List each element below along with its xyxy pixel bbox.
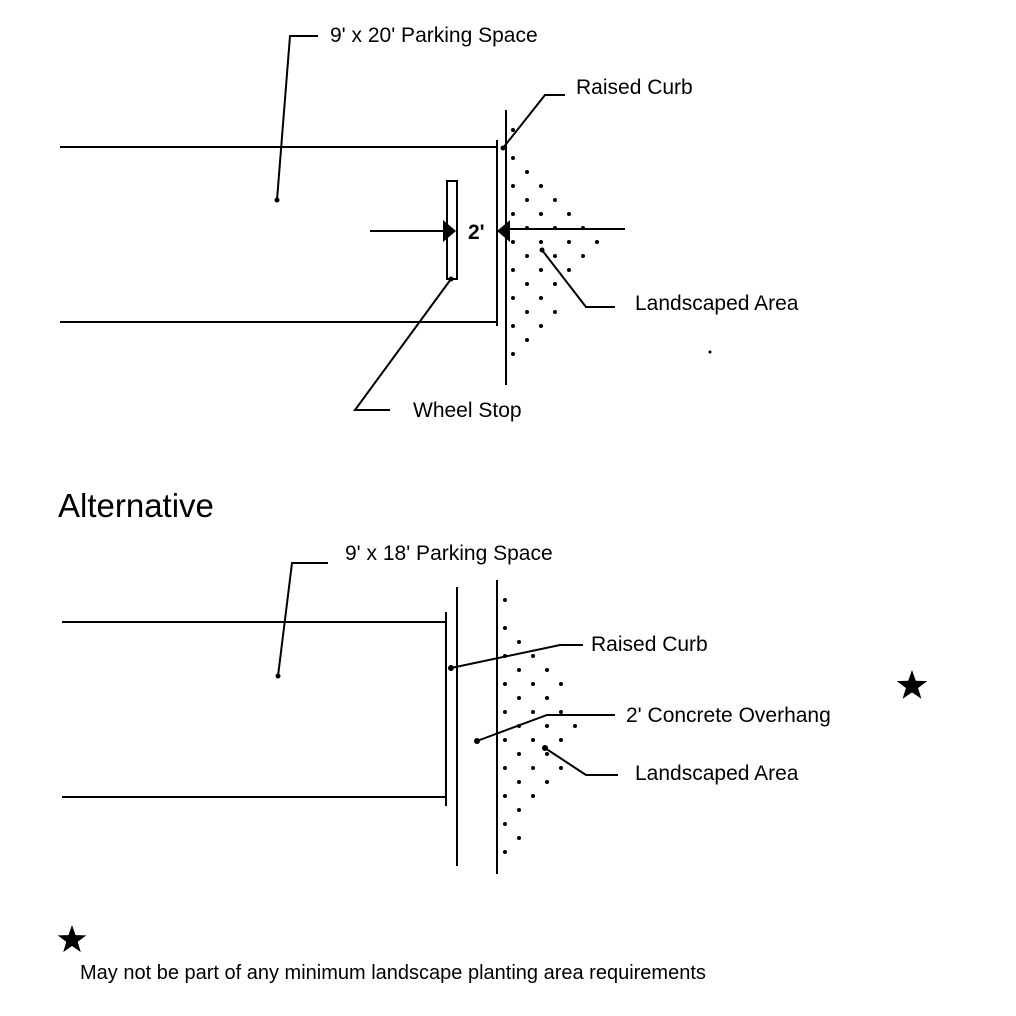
stipple-dot xyxy=(503,598,507,602)
leader-line xyxy=(476,714,615,742)
stipple-dot xyxy=(503,766,507,770)
stipple-dot xyxy=(517,696,521,700)
stipple-dot xyxy=(553,282,557,286)
stipple-dot xyxy=(511,324,515,328)
stipple-dot xyxy=(553,254,557,258)
stipple-dot xyxy=(511,240,515,244)
stipple-dot xyxy=(545,724,549,728)
stipple-dot xyxy=(517,640,521,644)
leader-line xyxy=(544,747,618,776)
overhang-label: 2' Concrete Overhang xyxy=(626,704,831,727)
stipple-dot xyxy=(525,170,529,174)
stipple-dot xyxy=(539,212,543,216)
stipple-dot xyxy=(559,710,563,714)
stipple-dot xyxy=(567,268,571,272)
leader-line xyxy=(502,94,565,149)
stipple-dot xyxy=(511,212,515,216)
stipple-dot xyxy=(539,296,543,300)
stipple-dot xyxy=(525,310,529,314)
stipple-dot xyxy=(503,682,507,686)
stipple-dot xyxy=(545,668,549,672)
stipple-dot xyxy=(517,836,521,840)
stipple-dot xyxy=(539,184,543,188)
footnote-text: May not be part of any minimum landscape… xyxy=(80,962,706,984)
raised-curb-label: Raised Curb xyxy=(576,76,693,99)
stipple-dot xyxy=(559,738,563,742)
stipple-dot xyxy=(531,738,535,742)
star-icon xyxy=(57,925,87,953)
stipple-dot xyxy=(553,310,557,314)
parking-space-label: 9' x 18' Parking Space xyxy=(345,542,553,565)
landscaped-area-label: Landscaped Area xyxy=(635,762,799,785)
stipple-dot xyxy=(511,296,515,300)
stipple-dot xyxy=(511,184,515,188)
stipple-dot xyxy=(531,710,535,714)
leader-line xyxy=(276,35,318,201)
parking-space-label: 9' x 20' Parking Space xyxy=(330,24,538,47)
leader-line xyxy=(450,644,583,669)
stipple-dot xyxy=(525,198,529,202)
landscaped-area-dots xyxy=(511,128,599,356)
stipple-dot xyxy=(525,254,529,258)
stipple-dot xyxy=(531,682,535,686)
stipple-dot xyxy=(503,710,507,714)
stipple-dot xyxy=(503,794,507,798)
stipple-dot xyxy=(559,766,563,770)
dimension-label: 2' xyxy=(468,221,485,244)
stipple-dot xyxy=(525,338,529,342)
stipple-dot xyxy=(559,682,563,686)
stipple-dot xyxy=(595,240,599,244)
stipple-dot xyxy=(511,128,515,132)
stipple-dot xyxy=(539,324,543,328)
landscaped-area-dots xyxy=(503,598,577,854)
stipple-dot xyxy=(503,738,507,742)
stipple-dot xyxy=(539,268,543,272)
raised-curb-label: Raised Curb xyxy=(591,633,708,656)
stipple-dot xyxy=(511,156,515,160)
arrowhead-right-icon xyxy=(443,220,456,242)
arrowhead-left-icon xyxy=(497,220,510,242)
stipple-dot xyxy=(517,780,521,784)
wheel-stop-label: Wheel Stop xyxy=(413,399,522,422)
alternative-diagram: 9' x 18' Parking Space Raised Curb 2' Co… xyxy=(62,542,928,874)
stipple-dot xyxy=(531,794,535,798)
stipple-dot xyxy=(503,822,507,826)
stipple-dot xyxy=(581,254,585,258)
leader-line xyxy=(353,278,452,411)
speck xyxy=(708,350,712,354)
stipple-dot xyxy=(553,198,557,202)
stipple-dot xyxy=(539,240,543,244)
stipple-dot xyxy=(545,780,549,784)
stipple-dot xyxy=(503,626,507,630)
stipple-dot xyxy=(517,808,521,812)
leader-line xyxy=(541,249,615,308)
stipple-dot xyxy=(531,766,535,770)
stipple-dot xyxy=(517,752,521,756)
stipple-dot xyxy=(511,352,515,356)
landscaped-area-label: Landscaped Area xyxy=(635,292,799,315)
stipple-dot xyxy=(517,668,521,672)
top-diagram: 2' 9' x 20' Parking Space Raised Curb La… xyxy=(60,24,799,422)
alternative-heading: Alternative xyxy=(58,487,214,524)
stipple-dot xyxy=(525,282,529,286)
leader-line xyxy=(277,562,328,677)
star-icon xyxy=(896,670,928,699)
stipple-dot xyxy=(511,268,515,272)
stipple-dot xyxy=(573,724,577,728)
stipple-dot xyxy=(567,212,571,216)
stipple-dot xyxy=(503,850,507,854)
stipple-dot xyxy=(531,654,535,658)
stipple-dot xyxy=(567,240,571,244)
stipple-dot xyxy=(545,696,549,700)
stipple-dot xyxy=(545,752,549,756)
